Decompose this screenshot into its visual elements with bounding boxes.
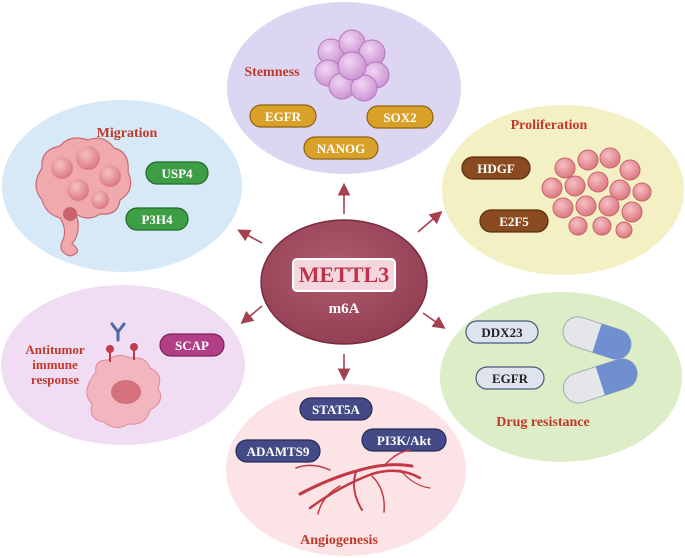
center-subtitle: m6A xyxy=(329,301,360,317)
center-title: METTL3 xyxy=(299,262,389,287)
angiogenesis-module: STAT5A PI3K/Akt ADAMTS9 Angiogenesis xyxy=(235,397,447,548)
antitumor-title-line1: Antitumor xyxy=(25,342,84,357)
gene-pill-drug-ddx23: DDX23 xyxy=(465,320,539,344)
proliferating-cells-icon xyxy=(541,147,652,239)
gene-pill-migration-p3h4: P3H4 xyxy=(125,207,189,231)
angiogenesis-bubble xyxy=(226,384,466,556)
arrow-to-proliferation xyxy=(417,210,443,233)
arrow-to-antitumor xyxy=(240,305,263,325)
svg-text:EGFR: EGFR xyxy=(265,109,302,124)
arrow-to-migration xyxy=(237,229,263,244)
migration-title: Migration xyxy=(97,126,158,141)
svg-text:PI3K/Akt: PI3K/Akt xyxy=(377,433,432,448)
svg-text:P3H4: P3H4 xyxy=(141,212,173,227)
angiogenesis-title: Angiogenesis xyxy=(300,533,378,548)
gene-pill-stemness-nanog: NANOG xyxy=(303,136,379,160)
stemness-module: Stemness EGFR SOX2 NANOG xyxy=(244,29,434,160)
svg-text:SOX2: SOX2 xyxy=(383,110,416,125)
svg-text:USP4: USP4 xyxy=(161,166,193,181)
gene-pill-proliferation-hdgf: HDGF xyxy=(461,156,531,180)
gene-pill-migration-usp4: USP4 xyxy=(145,161,209,185)
gene-pill-stemness-sox2: SOX2 xyxy=(366,105,434,129)
gene-pill-angio-pi3k-akt: PI3K/Akt xyxy=(361,428,447,452)
migration-module: Migration USP4 P3H4 xyxy=(35,126,209,257)
svg-text:EGFR: EGFR xyxy=(492,371,529,386)
proliferation-module: Proliferation HDGF E2F5 xyxy=(461,118,652,239)
antitumor-title-line2: immune xyxy=(32,357,78,372)
svg-text:SCAP: SCAP xyxy=(175,338,209,353)
stem-cell-cluster-icon xyxy=(314,29,390,102)
arrow-to-drug-resistance xyxy=(422,312,446,329)
drug-resistance-title: Drug resistance xyxy=(496,415,589,430)
svg-text:HDGF: HDGF xyxy=(477,161,515,176)
blood-vessel-icon xyxy=(295,449,431,515)
gene-pill-antitumor-scap: SCAP xyxy=(159,333,225,357)
migrating-cell-icon xyxy=(35,137,132,257)
center-title-box xyxy=(292,258,396,292)
proliferation-title: Proliferation xyxy=(511,118,588,133)
svg-text:DDX23: DDX23 xyxy=(481,325,523,340)
capsule-icon xyxy=(562,316,638,404)
gene-pill-angio-stat5a: STAT5A xyxy=(299,397,373,421)
drug-resistance-module: DDX23 EGFR Drug resistance xyxy=(465,316,638,430)
gene-pill-stemness-egfr: EGFR xyxy=(249,104,317,128)
gene-pill-drug-egfr: EGFR xyxy=(475,366,545,390)
svg-text:E2F5: E2F5 xyxy=(499,214,529,229)
antibody-receptor-icon xyxy=(86,322,162,428)
gene-pill-angio-adamts9: ADAMTS9 xyxy=(235,439,321,463)
center-node: METTL3 m6A xyxy=(260,219,428,345)
arrows xyxy=(237,182,446,382)
gene-pill-proliferation-e2f5: E2F5 xyxy=(479,209,549,233)
svg-text:NANOG: NANOG xyxy=(317,141,365,156)
antitumor-title-line3: response xyxy=(31,372,79,387)
stemness-title: Stemness xyxy=(244,65,300,80)
svg-text:ADAMTS9: ADAMTS9 xyxy=(247,444,310,459)
antitumor-module: Antitumor immune response SCAP xyxy=(25,322,225,428)
svg-text:STAT5A: STAT5A xyxy=(312,402,361,417)
